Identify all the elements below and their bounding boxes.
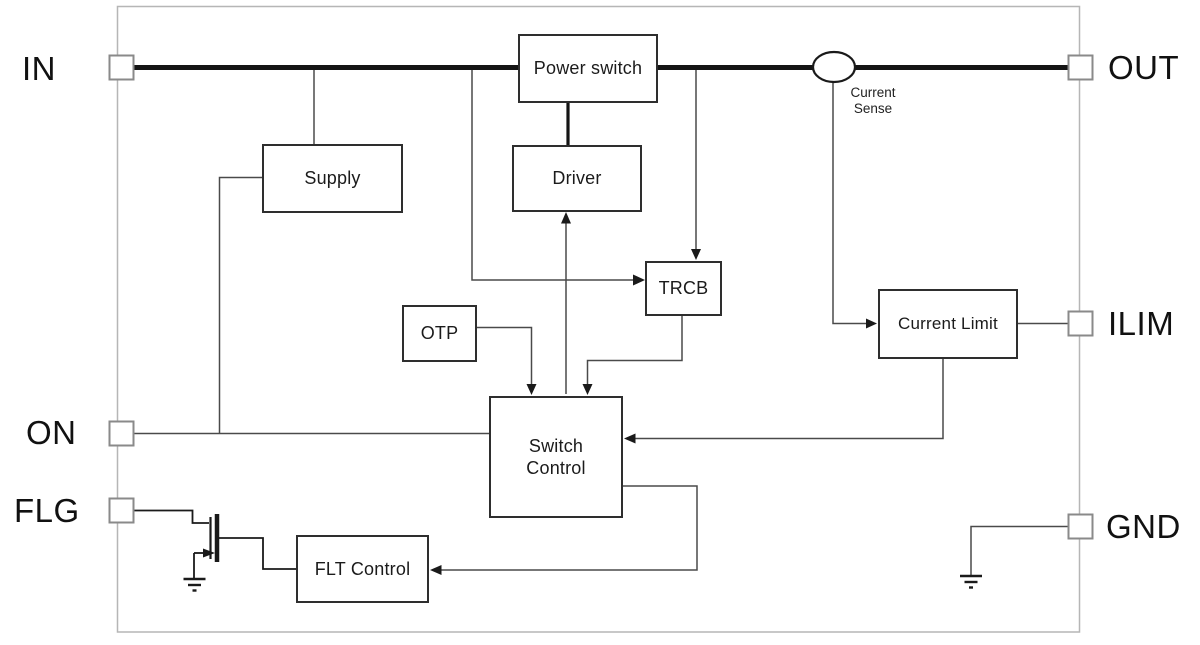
wire-bus-to-trcb-left xyxy=(471,70,637,281)
arrowheads xyxy=(430,212,877,575)
arrow-into-switch-control-trcb xyxy=(582,384,593,395)
block-switch-control: Switch Control xyxy=(489,396,623,518)
block-trcb: TRCB xyxy=(645,261,722,316)
pin-gnd xyxy=(1067,513,1094,540)
ground-symbol-gnd xyxy=(960,574,982,589)
pin-label-on: ON xyxy=(26,414,77,451)
transistor-gate-lead xyxy=(134,509,209,524)
wire-supply-to-on-line xyxy=(218,176,262,434)
nmos-transistor-icon xyxy=(134,509,296,578)
pin-on xyxy=(108,420,135,447)
pin-label-ilim: ILIM xyxy=(1108,305,1175,342)
pin-out xyxy=(1067,54,1094,81)
block-otp: OTP xyxy=(402,305,477,362)
pin-ilim xyxy=(1067,310,1094,337)
ground-symbol-flg xyxy=(183,577,206,592)
arrow-into-switch-control-otp xyxy=(526,384,537,395)
wire-otp-to-switch-control xyxy=(477,326,533,387)
wire-trcb-to-switch-control xyxy=(586,316,683,387)
arrow-into-flt-control xyxy=(430,565,442,575)
arrow-into-trcb-left xyxy=(633,274,645,286)
arrow-into-switch-control-right xyxy=(624,433,636,444)
wire-current-limit-to-switch-control xyxy=(635,359,944,440)
pin-label-in: IN xyxy=(22,50,56,87)
transistor-drain-lead xyxy=(219,537,296,570)
wire-gnd-pin-to-ground xyxy=(970,525,1068,575)
pin-flg xyxy=(108,497,135,524)
arrow-into-current-limit xyxy=(866,318,877,329)
arrow-into-trcb-top xyxy=(691,249,701,260)
arrow-into-driver xyxy=(561,212,571,224)
pin-label-out: OUT xyxy=(1108,49,1180,86)
pin-in xyxy=(108,54,135,81)
pin-label-flg: FLG xyxy=(14,492,80,529)
current-sense-probe-icon xyxy=(811,50,857,84)
pin-label-gnd: GND xyxy=(1106,508,1181,545)
block-driver: Driver xyxy=(512,145,642,212)
wire-switch-control-to-flt xyxy=(440,485,698,571)
block-power-switch: Power switch xyxy=(518,34,658,103)
wire-sense-to-current-limit xyxy=(832,82,869,325)
block-current-limit: Current Limit xyxy=(878,289,1018,359)
transistor-body-arrow xyxy=(203,548,215,558)
signal-wires xyxy=(134,70,1068,575)
current-sense-label: Current Sense xyxy=(850,85,896,116)
package-pins xyxy=(108,54,1094,540)
block-flt-control: FLT Control xyxy=(296,535,429,603)
block-supply: Supply xyxy=(262,144,403,213)
